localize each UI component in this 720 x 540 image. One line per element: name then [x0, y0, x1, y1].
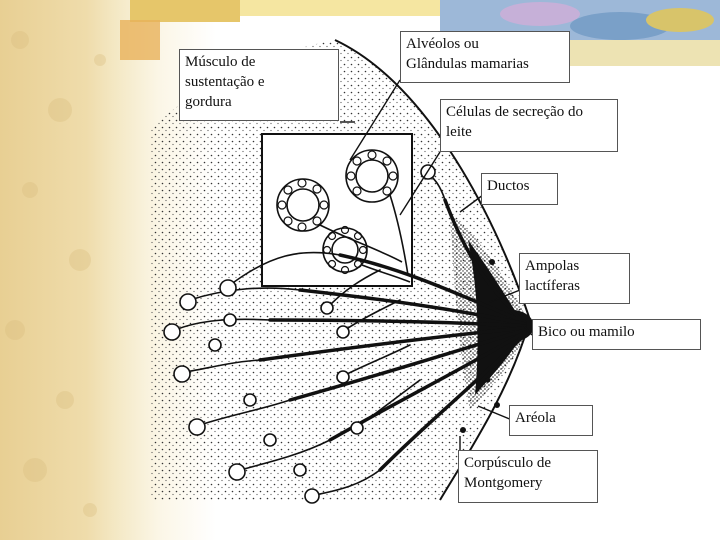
label-ampolas-lactiferas: Ampolas lactíferas — [519, 253, 630, 304]
alveolus-clusters — [276, 149, 411, 283]
breast-anatomy-illustration — [150, 39, 534, 504]
label-areola: Aréola — [509, 405, 593, 436]
montgomery-glands — [460, 259, 500, 433]
decorative-banner — [120, 0, 720, 66]
label-bico-mamilo: Bico ou mamilo — [532, 319, 701, 350]
duct-network — [258, 198, 527, 472]
leader-lines — [340, 79, 533, 452]
label-alveolos-glandulas: Alvéolos ou Glândulas mamarias — [400, 31, 570, 83]
label-musculo-sustentacao: Músculo de sustentação e gordura — [179, 49, 339, 121]
label-ductos: Ductos — [481, 173, 558, 205]
label-corpusculo-montgomery: Corpúsculo de Montgomery — [458, 450, 598, 503]
parchment-texture — [5, 31, 106, 517]
duct-branches — [174, 174, 446, 496]
label-celulas-secrecao: Células de secreção do leite — [440, 99, 618, 152]
